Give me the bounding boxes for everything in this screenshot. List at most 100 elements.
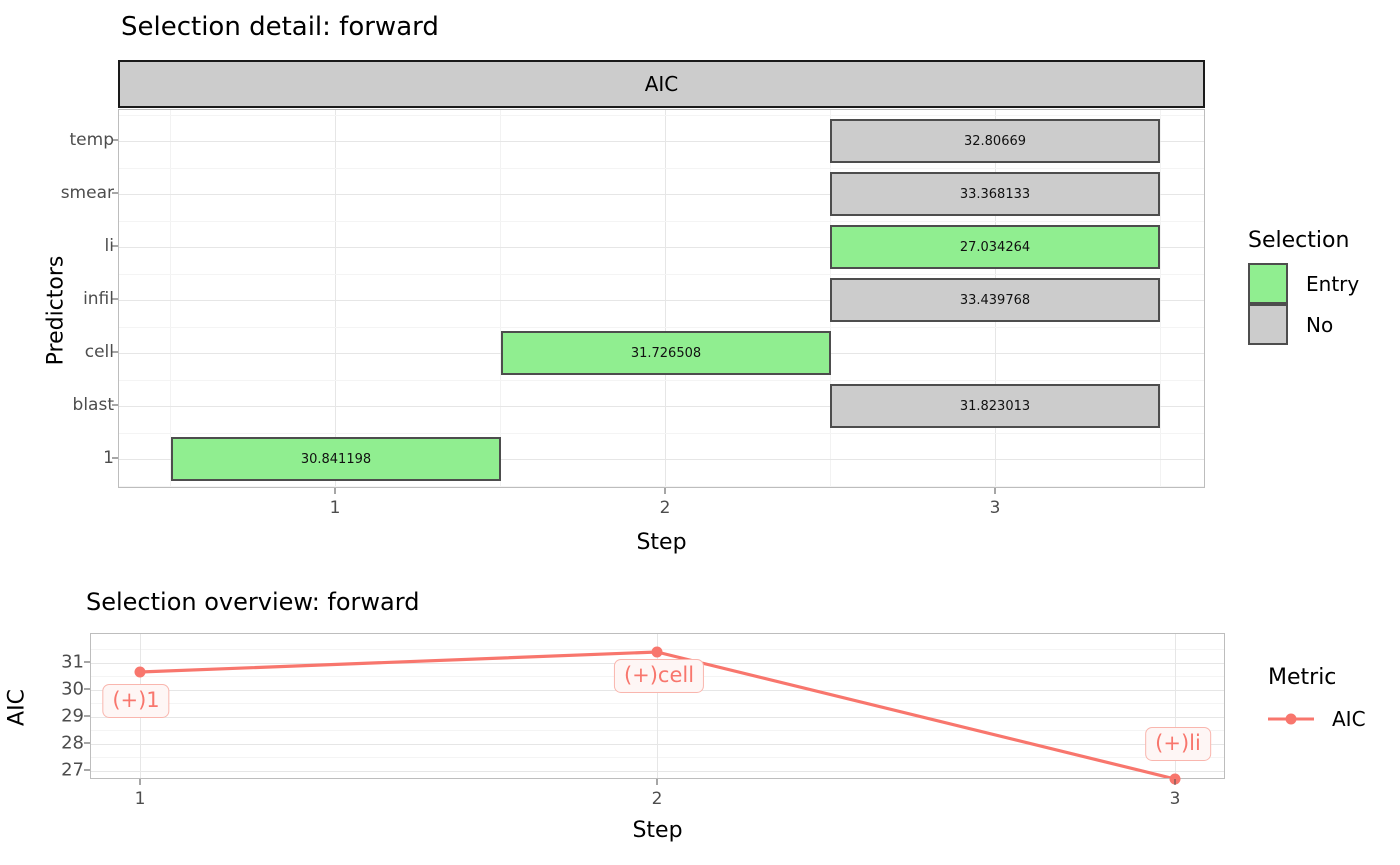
detail-plot-title: Selection detail: forward [121,12,439,42]
detail-x-axis-title: Step [636,530,687,555]
ytick-label-infil: infil [83,289,114,309]
gridline-vertical-major [335,110,336,487]
ytick-label-temp: temp [69,130,114,150]
gridline-vertical-minor [170,110,171,487]
detail-y-axis-title: Predictors [43,255,69,366]
ov-xtick-label-3: 3 [1169,789,1181,809]
gridline-horizontal-minor [119,433,1204,434]
detail-bar-value: 31.823013 [959,398,1031,414]
gridline-horizontal-minor [119,274,1204,275]
ytick-mark [112,139,118,141]
gridline-horizontal-minor [119,221,1204,222]
ytick-mark [112,351,118,353]
detail-y-tickmarks [112,109,118,488]
annotation-step-1: (+)1 [102,683,170,719]
gridline-horizontal-minor [119,486,1204,487]
xtick-mark [334,488,336,494]
overview-plot-title: Selection overview: forward [86,588,420,616]
xtick-mark [656,779,658,785]
detail-bar-value: 30.841198 [300,451,372,467]
overview-y-axis-title: AIC [4,689,30,726]
gridline-horizontal-minor [119,115,1204,116]
xtick-label-3: 3 [989,498,1001,518]
xtick-mark [1174,779,1176,785]
overview-y-axis: 31 30 29 28 27 [0,633,84,781]
ytick-label-blast: blast [72,395,114,415]
detail-bar-value: 32.80669 [963,133,1027,149]
facet-strip-aic: AIC [118,60,1205,108]
legend-item-no[interactable]: No [1248,304,1359,345]
gridline-horizontal-major [119,406,1204,407]
xtick-mark [994,488,996,494]
legend-swatch-entry [1248,263,1288,304]
ytick-mark [112,245,118,247]
overview-x-axis-title: Step [632,818,683,843]
ytick-label-1: 1 [103,448,114,468]
legend-swatch-aic [1268,704,1314,734]
facet-strip-label: AIC [644,72,679,96]
detail-x-axis: 1 2 3 [118,498,1205,524]
detail-bar-value: 33.368133 [959,186,1031,202]
detail-plot-panel: 32.80669 33.368133 27.034264 33.439768 3… [118,109,1205,488]
selection-legend-title: Selection [1248,228,1350,253]
metric-legend-title: Metric [1268,665,1337,690]
gridline-vertical-minor [1160,110,1161,487]
detail-bar-value: 27.034264 [959,239,1031,255]
legend-label-aic: AIC [1332,707,1366,731]
gridline-horizontal-minor [119,327,1204,328]
ytick-mark [84,742,90,744]
xtick-label-2: 2 [659,498,671,518]
legend-label-no: No [1306,312,1334,337]
xtick-mark [139,779,141,785]
ov-ytick-label-31: 31 [61,651,84,673]
gridline-horizontal-minor [119,168,1204,169]
ytick-mark [112,298,118,300]
ytick-mark [84,769,90,771]
selection-legend: Selection Entry No [1248,228,1359,345]
annotation-step-3: (+)li [1145,726,1211,762]
ov-ytick-label-28: 28 [61,732,84,754]
data-point-step-1[interactable] [134,666,146,678]
detail-bar-temp[interactable]: 32.80669 [830,119,1160,163]
xtick-label-1: 1 [329,498,341,518]
gridline-vertical-minor [500,110,501,487]
metric-legend: Metric AIC [1268,665,1366,734]
ytick-mark [84,661,90,663]
ytick-mark [84,715,90,717]
gridline-horizontal-major [119,194,1204,195]
detail-bar-li[interactable]: 27.034264 [830,225,1160,269]
overview-x-axis: 1 2 3 [90,789,1225,815]
gridline-vertical-major [1175,634,1176,778]
ov-xtick-label-2: 2 [651,789,663,809]
detail-bar-value: 31.726508 [630,345,702,361]
ytick-label-smear: smear [60,183,114,203]
overview-plot-panel: (+)1 (+)cell (+)li [90,633,1225,785]
gridline-vertical-major [665,110,666,487]
gridline-horizontal-major [119,300,1204,301]
legend-swatch-no [1248,304,1288,345]
ytick-label-li: li [104,236,114,256]
detail-bar-cell[interactable]: 31.726508 [501,331,831,375]
xtick-mark [664,488,666,494]
annotation-step-2: (+)cell [613,658,705,694]
ytick-mark [84,688,90,690]
data-point-step-2[interactable] [651,646,663,658]
detail-bar-intercept[interactable]: 30.841198 [171,437,501,481]
gridline-horizontal-major [119,459,1204,460]
ytick-mark [112,457,118,459]
gridline-vertical-major [657,634,658,778]
detail-bar-smear[interactable]: 33.368133 [830,172,1160,216]
ytick-mark [112,192,118,194]
ytick-mark [112,404,118,406]
detail-bar-blast[interactable]: 31.823013 [830,384,1160,428]
detail-bar-infil[interactable]: 33.439768 [830,278,1160,322]
ov-xtick-label-1: 1 [134,789,146,809]
ov-ytick-label-29: 29 [61,705,84,727]
ov-ytick-label-30: 30 [61,678,84,700]
detail-x-tickmarks [118,488,1205,494]
legend-item-entry[interactable]: Entry [1248,263,1359,304]
legend-item-aic[interactable]: AIC [1268,704,1366,734]
overview-y-tickmarks [84,633,90,779]
gridline-horizontal-minor [119,380,1204,381]
